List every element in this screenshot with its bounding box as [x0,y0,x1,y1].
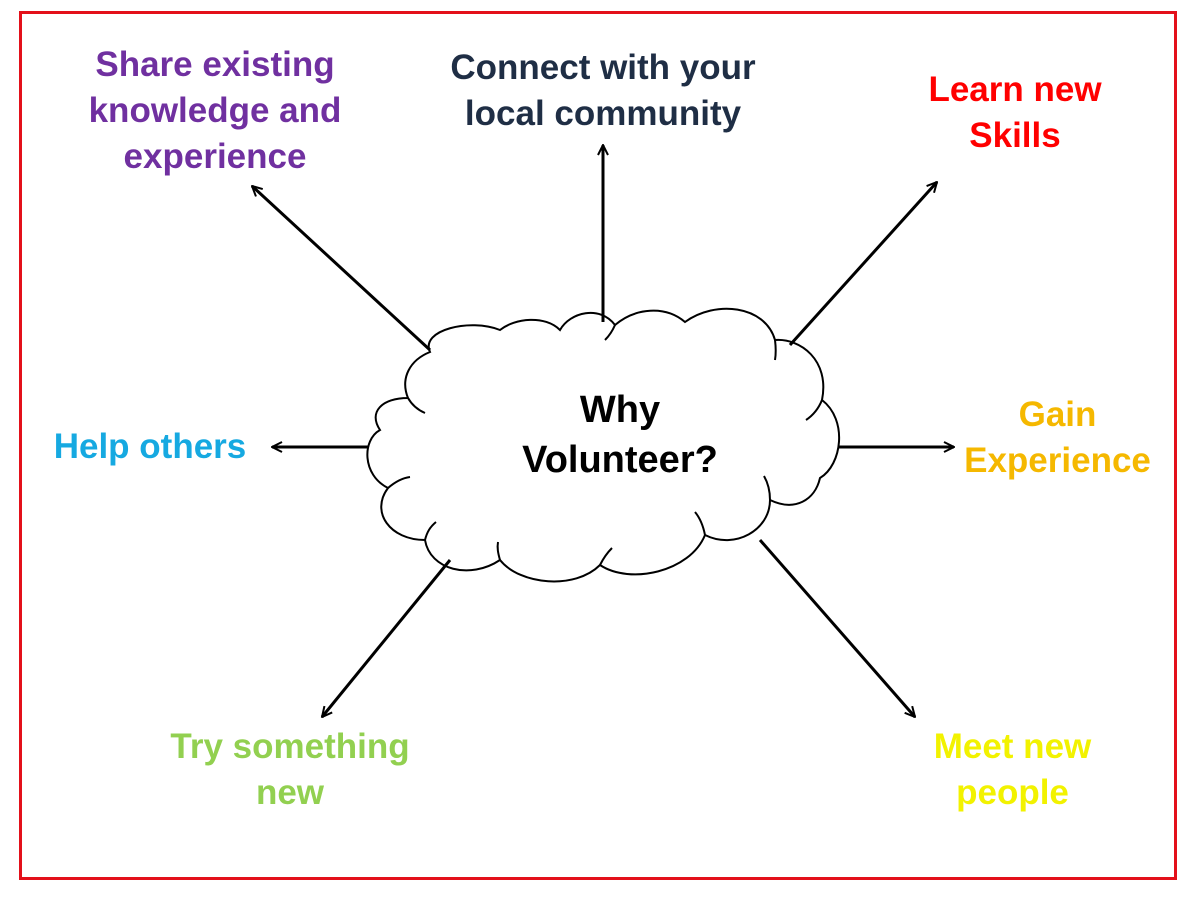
reason-gain-experience: Gain Experience [964,395,1151,480]
center-title: Why Volunteer? [522,389,718,481]
arrow-to-share [252,186,432,352]
reason-connect-community: Connect with your local community [450,48,756,133]
diagram-border [19,11,1177,880]
arrow-to-try [322,559,452,717]
reason-try-something-new: Try something new [170,727,410,812]
reason-meet-people: Meet new people [933,727,1092,812]
reason-help-others: Help others [53,427,247,466]
reason-share-knowledge: Share existing knowledge and experience [88,45,342,176]
arrow-to-meet [758,539,915,717]
arrow-to-learn [788,182,937,347]
reason-learn-skills: Learn new Skills [928,70,1102,155]
cloud-bumps [387,324,823,566]
cloud-shape [366,307,841,583]
